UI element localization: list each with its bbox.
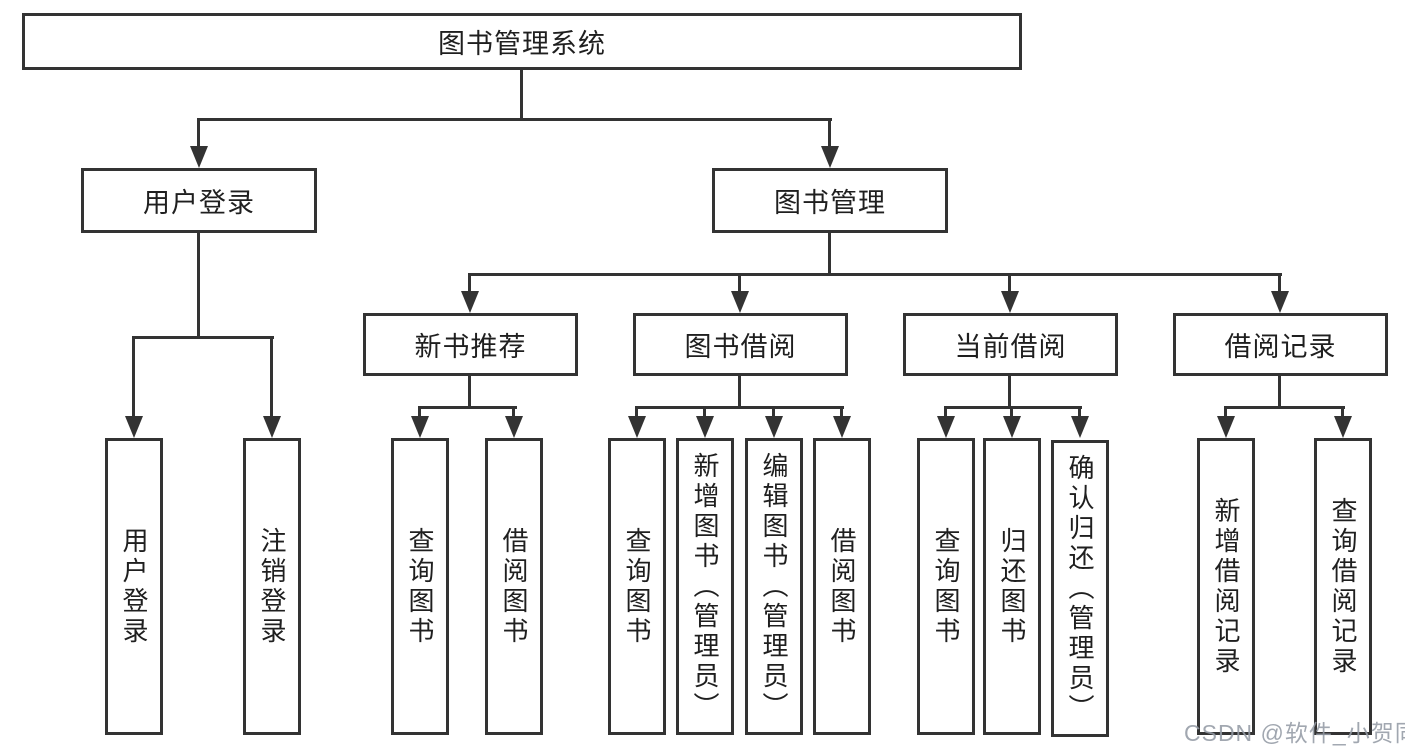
connector-leaf-stem [772, 406, 775, 418]
leaf-query-books-recommend: 查询图书 [391, 438, 449, 735]
leaf-logout: 注销登录 [243, 438, 301, 735]
connector-module-down [468, 376, 471, 406]
node-label: 借阅图书 [827, 526, 857, 647]
node-label: 当前借阅 [954, 332, 1067, 362]
connector-user-login-stem [197, 118, 200, 148]
node-label: 借阅图书 [499, 526, 529, 647]
csdn-watermark: CSDN @软件_小贺同学 [1184, 720, 1405, 746]
arrowhead-down-icon [263, 416, 281, 438]
arrowhead-down-icon [696, 416, 714, 438]
node-label: 用户登录 [143, 188, 255, 218]
connector-module-down [1008, 376, 1011, 406]
arrowhead-down-icon [821, 146, 839, 168]
node-label: 借阅记录 [1224, 332, 1337, 362]
connector-leaf-stem [944, 406, 947, 418]
node-label: 注销登录 [257, 526, 287, 647]
leaf-user-login: 用户登录 [105, 438, 163, 735]
node-label: 用户登录 [119, 526, 149, 647]
leaf-add-borrow-record: 新增借阅记录 [1197, 438, 1255, 735]
connector-leaf-stem [512, 406, 515, 418]
connector-leaf-stem [635, 406, 638, 418]
arrowhead-down-icon [765, 416, 783, 438]
arrowhead-down-icon [461, 291, 479, 313]
leaf-query-books-current: 查询图书 [917, 438, 975, 735]
connector-module-stem [738, 273, 741, 293]
node-label: 新增借阅记录 [1211, 496, 1241, 677]
connector-group-hline [418, 406, 517, 409]
connector-book-mgmt-stem [828, 118, 831, 148]
connector-user-login-down [197, 233, 200, 336]
node-current-borrow: 当前借阅 [903, 313, 1118, 376]
node-label: 编辑图书（管理员） [759, 451, 789, 722]
connector-root-vline [520, 70, 523, 118]
connector-module-down [1278, 376, 1281, 406]
connector-leaf-stem [132, 336, 135, 418]
arrowhead-down-icon [937, 416, 955, 438]
connector-group-hline [635, 406, 844, 409]
connector-book-mgmt-down [828, 233, 831, 273]
node-user-login: 用户登录 [81, 168, 317, 233]
leaf-query-borrow-record: 查询借阅记录 [1314, 438, 1372, 735]
node-root-library-system: 图书管理系统 [22, 13, 1022, 70]
connector-leaf-stem [1078, 406, 1081, 418]
connector-user-login-hline [132, 336, 274, 339]
connector-leaf-stem [703, 406, 706, 418]
node-label: 新书推荐 [414, 332, 527, 362]
connector-leaf-stem [418, 406, 421, 418]
connector-leaf-stem [1224, 406, 1227, 418]
node-book-borrow: 图书借阅 [633, 313, 848, 376]
connector-module-stem [468, 273, 471, 293]
arrowhead-down-icon [1334, 416, 1352, 438]
leaf-borrow-books-recommend: 借阅图书 [485, 438, 543, 735]
arrowhead-down-icon [1217, 416, 1235, 438]
arrowhead-down-icon [833, 416, 851, 438]
node-label: 查询图书 [622, 526, 652, 647]
node-new-book-recommend: 新书推荐 [363, 313, 578, 376]
connector-module-down [738, 376, 741, 406]
arrowhead-down-icon [190, 146, 208, 168]
connector-group-hline [944, 406, 1082, 409]
node-label: 图书管理系统 [438, 29, 606, 59]
arrowhead-down-icon [1003, 416, 1021, 438]
arrowhead-down-icon [628, 416, 646, 438]
arrowhead-down-icon [125, 416, 143, 438]
node-label: 查询图书 [405, 526, 435, 647]
connector-module-stem [1278, 273, 1281, 293]
arrowhead-down-icon [505, 416, 523, 438]
connector-level2-hline [198, 118, 832, 121]
leaf-query-books-borrow: 查询图书 [608, 438, 666, 735]
connector-leaf-stem [1010, 406, 1013, 418]
arrowhead-down-icon [731, 291, 749, 313]
node-book-management: 图书管理 [712, 168, 948, 233]
connector-level3-hline [468, 273, 1282, 276]
node-label: 确认归还（管理员） [1065, 453, 1095, 724]
node-label: 查询借阅记录 [1328, 496, 1358, 677]
connector-group-hline [1224, 406, 1345, 409]
connector-leaf-stem [840, 406, 843, 418]
connector-leaf-stem [1341, 406, 1344, 418]
leaf-return-books: 归还图书 [983, 438, 1041, 735]
arrowhead-down-icon [1001, 291, 1019, 313]
arrowhead-down-icon [1071, 416, 1089, 438]
arrowhead-down-icon [1271, 291, 1289, 313]
node-label: 图书借阅 [684, 332, 797, 362]
connector-leaf-stem [270, 336, 273, 418]
arrowhead-down-icon [411, 416, 429, 438]
node-label: 查询图书 [931, 526, 961, 647]
connector-module-stem [1008, 273, 1011, 293]
leaf-edit-books-admin: 编辑图书（管理员） [745, 438, 803, 735]
node-label: 图书管理 [774, 188, 886, 218]
leaf-add-books-admin: 新增图书（管理员） [676, 438, 734, 735]
node-label: 新增图书（管理员） [690, 451, 720, 722]
node-borrow-records: 借阅记录 [1173, 313, 1388, 376]
leaf-confirm-return-admin: 确认归还（管理员） [1051, 440, 1109, 737]
leaf-borrow-books: 借阅图书 [813, 438, 871, 735]
node-label: 归还图书 [997, 526, 1027, 647]
